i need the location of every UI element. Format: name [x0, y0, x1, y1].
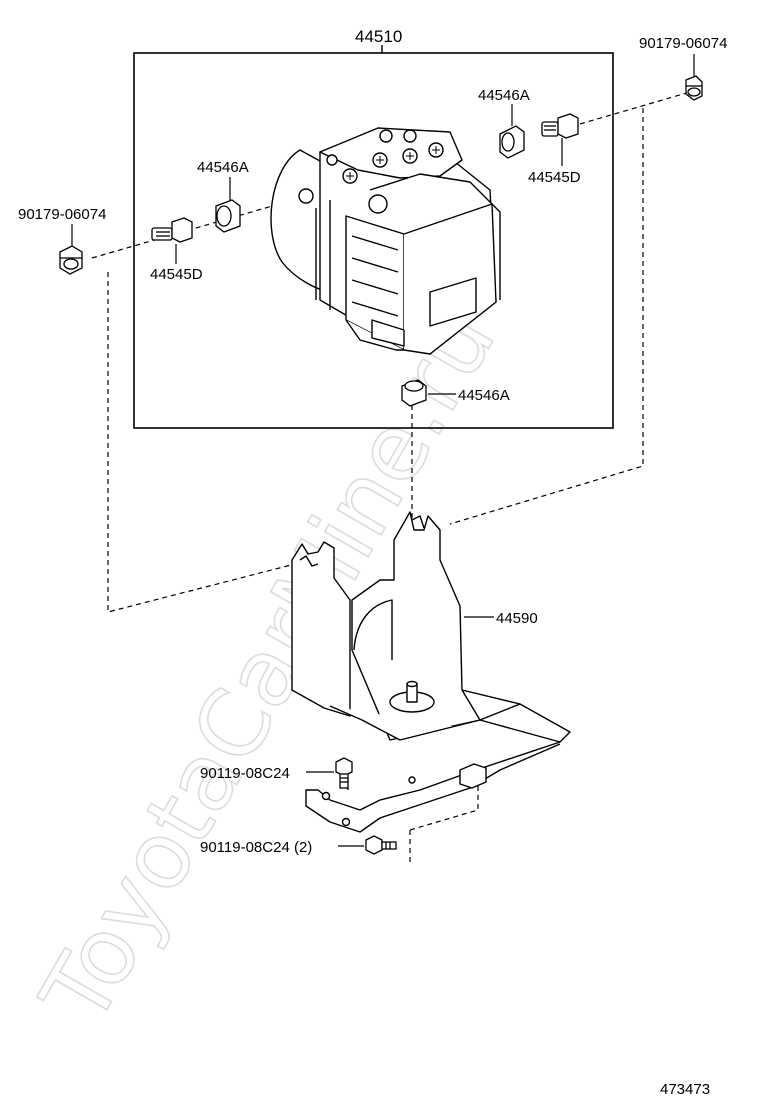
cushion-bottom-icon: [401, 379, 427, 407]
label-44546A-bottom: 44546A: [458, 387, 510, 404]
dashed-axis-right: [579, 91, 691, 125]
bolt-90119-upper-icon: [335, 757, 353, 789]
bolt-90119-lower-icon: [365, 835, 397, 855]
abs-actuator-icon: [270, 127, 501, 355]
label-44590: 44590: [496, 610, 538, 627]
label-90119-lower: 90119-08C24 (2): [200, 839, 312, 856]
cushion-left-icon: [215, 199, 241, 233]
bracket-44590-icon: [291, 511, 571, 833]
label-44545D-top-right: 44545D: [528, 169, 581, 186]
assembly-box: [133, 52, 614, 429]
label-44546A-left: 44546A: [197, 159, 249, 176]
label-44546A-top: 44546A: [478, 87, 530, 104]
cushion-top-icon: [499, 125, 525, 159]
nameplate: [429, 277, 477, 327]
stud-top-right-icon: [541, 113, 579, 139]
bolt-90179-left-icon: [59, 245, 83, 275]
label-44545D-left: 44545D: [150, 266, 203, 283]
dashed-right-to-bracket: [449, 108, 644, 525]
label-90119-upper: 90119-08C24: [200, 765, 290, 782]
stud-left-icon: [151, 217, 193, 243]
bolt-90179-top-right-icon: [685, 75, 703, 101]
dashed-axis-left: [91, 197, 301, 259]
label-44510: 44510: [355, 27, 402, 46]
label-90179-left: 90179-06074: [18, 206, 106, 223]
label-90179-top-right: 90179-06074: [639, 35, 727, 52]
figure-number: 473473: [660, 1081, 710, 1098]
